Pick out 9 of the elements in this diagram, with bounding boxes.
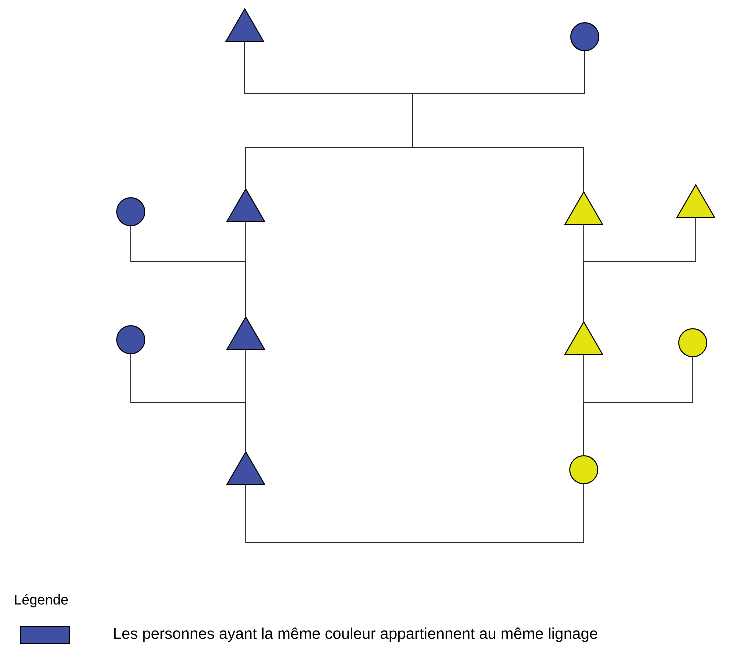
circle-symbol <box>570 22 600 52</box>
circle-symbol <box>116 326 146 354</box>
legend-title: Légende <box>15 594 68 608</box>
connector-line <box>246 484 584 544</box>
circle-symbol <box>678 328 708 358</box>
connector-line <box>412 51 586 192</box>
legend-text: Les personnes ayant la même couleur appartiennent au même lignage <box>114 628 598 642</box>
circle-symbol <box>116 198 146 226</box>
circle-symbol <box>570 456 598 484</box>
